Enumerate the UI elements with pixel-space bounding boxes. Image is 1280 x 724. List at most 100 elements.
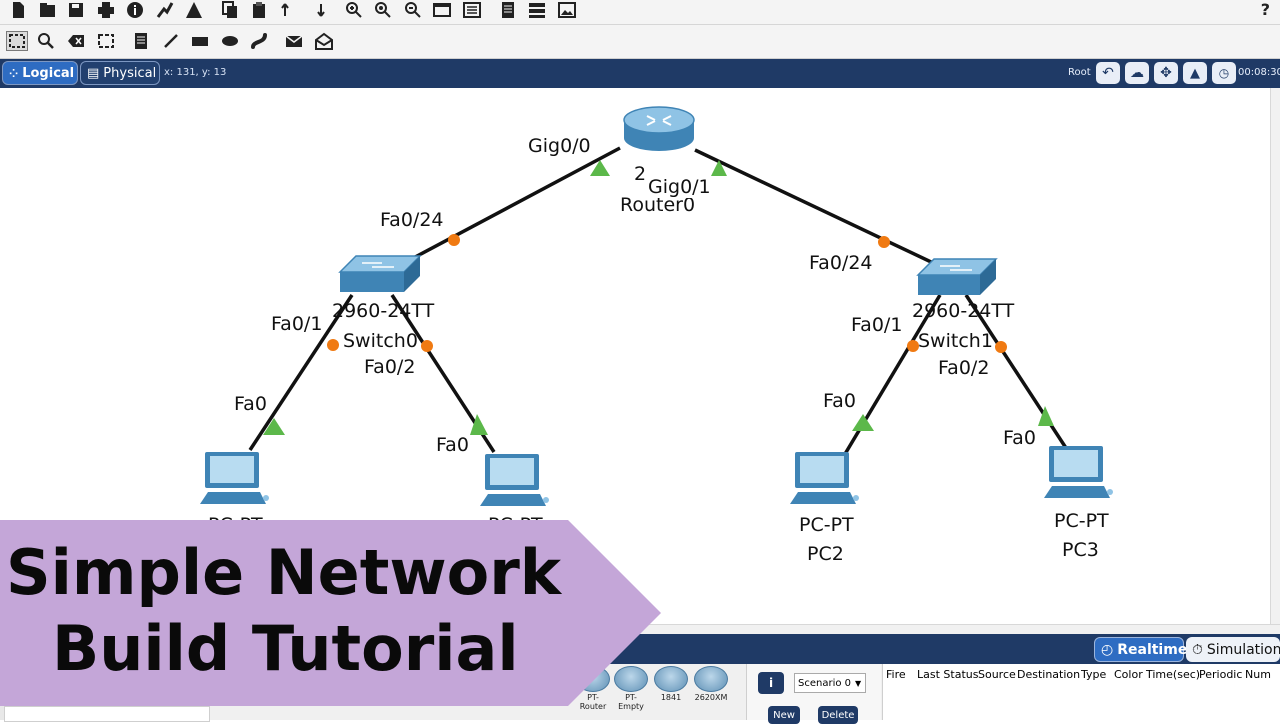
- scenario-info-button[interactable]: i: [758, 672, 784, 694]
- new-scenario-button[interactable]: New: [768, 706, 800, 724]
- scenario-value: Scenario 0: [798, 677, 852, 689]
- switch0-port-fa0-2-label: Fa0/2: [364, 356, 416, 378]
- activity-wizard-icon[interactable]: [155, 1, 175, 19]
- link-light-switch1-fa0-2: [995, 341, 1007, 353]
- open-folder-icon[interactable]: [37, 1, 57, 19]
- viewport-button[interactable]: ◷: [1212, 62, 1236, 84]
- simulation-mode-button[interactable]: ⏱ Simulation: [1186, 637, 1280, 662]
- device-1841[interactable]: 1841: [653, 666, 689, 704]
- pc1-icon[interactable]: [480, 454, 549, 506]
- pc3-type-label: PC-PT: [1054, 510, 1109, 532]
- new-cluster-button[interactable]: ☁: [1125, 62, 1149, 84]
- link-light-switch0-fa0-2: [421, 340, 433, 352]
- save-icon[interactable]: [66, 1, 86, 19]
- cable-router-switch0[interactable]: [403, 146, 621, 265]
- device-pt-empty[interactable]: PT-Empty: [613, 666, 649, 711]
- clock: 00:08:30: [1238, 67, 1280, 78]
- zoom-reset-icon[interactable]: [373, 1, 393, 19]
- tab-physical-label: Physical: [103, 65, 157, 81]
- globe-clock-icon: ◷: [1218, 66, 1230, 80]
- pdu-column-num[interactable]: Num: [1245, 668, 1271, 681]
- add-simple-pdu-icon[interactable]: [284, 32, 304, 50]
- pdu-column-source[interactable]: Source: [978, 668, 1016, 681]
- tab-logical[interactable]: ⁘ Logical: [2, 61, 78, 85]
- inspect-icon[interactable]: [36, 32, 56, 50]
- pc2-type-label: PC-PT: [799, 514, 854, 536]
- router-device-icon: [614, 666, 648, 692]
- draw-line-icon[interactable]: [161, 32, 181, 50]
- pdu-column-fire[interactable]: Fire: [886, 668, 906, 681]
- new-file-icon[interactable]: [8, 1, 28, 19]
- vertical-scrollbar[interactable]: [1270, 88, 1280, 634]
- pc1-port-label: Fa0: [436, 434, 469, 456]
- place-note-icon[interactable]: [131, 32, 151, 50]
- banner-line-1: Simple Network: [6, 536, 562, 609]
- cable-router-switch1[interactable]: [694, 148, 949, 272]
- undo-icon[interactable]: [279, 1, 299, 19]
- pdu-column-time[interactable]: Time(sec): [1146, 668, 1201, 681]
- select-icon[interactable]: [6, 31, 28, 51]
- workspace-bar: ⁘ Logical ▤ Physical x: 131, y: 13 Root …: [0, 59, 1280, 88]
- set-background-button[interactable]: ▲: [1183, 62, 1207, 84]
- help-icon[interactable]: ?: [1260, 0, 1270, 19]
- add-complex-pdu-icon[interactable]: [314, 32, 334, 50]
- cloud-icon: ☁: [1130, 65, 1144, 81]
- redo-icon[interactable]: [308, 1, 328, 19]
- move-object-button[interactable]: ✥: [1154, 62, 1178, 84]
- pdu-column-color[interactable]: Color: [1114, 668, 1143, 681]
- notes-icon[interactable]: [498, 1, 518, 19]
- image-icon[interactable]: [557, 1, 577, 19]
- link-light-switch1-fa0-1: [907, 340, 919, 352]
- draw-ellipse-icon[interactable]: [220, 32, 240, 50]
- device-2620xm[interactable]: 2620XM: [693, 666, 729, 704]
- pdu-column-periodic[interactable]: Periodic: [1199, 668, 1243, 681]
- router-port-gig0-0-label: Gig0/0: [528, 135, 591, 157]
- physical-icon: ▤: [87, 65, 100, 81]
- resize-shape-icon[interactable]: [96, 32, 116, 50]
- paste-icon[interactable]: [249, 1, 269, 19]
- realtime-mode-button[interactable]: ◴ Realtime: [1094, 637, 1187, 662]
- copy-icon[interactable]: [220, 1, 240, 19]
- cable-switch0-pc0[interactable]: [248, 294, 354, 451]
- router-device-icon: [694, 666, 728, 692]
- switch0-port-fa0-1-label: Fa0/1: [271, 313, 323, 335]
- zoom-out-icon[interactable]: [403, 1, 423, 19]
- back-button[interactable]: ↶: [1096, 62, 1120, 84]
- switch1-icon[interactable]: [916, 258, 998, 295]
- pc2-icon[interactable]: [790, 452, 859, 504]
- router-device-icon: [654, 666, 688, 692]
- link-light-switch1-fa0-24: [878, 236, 890, 248]
- info-icon: i: [768, 676, 774, 690]
- zoom-in-icon[interactable]: [344, 1, 364, 19]
- pc3-name-label: PC3: [1062, 539, 1099, 561]
- root-label: Root: [1068, 67, 1091, 78]
- router-icon[interactable]: [623, 106, 695, 151]
- device-2620xm-label: 2620XM: [694, 693, 728, 702]
- pc0-icon[interactable]: [200, 452, 269, 504]
- tab-physical[interactable]: ▤ Physical: [80, 61, 160, 85]
- freeform-icon[interactable]: [249, 32, 269, 50]
- draw-rectangle-icon[interactable]: [190, 32, 210, 50]
- link-light-router-gig0-0: [590, 160, 610, 176]
- switch0-name-label: Switch0: [343, 330, 418, 352]
- cursor-coordinates: x: 131, y: 13: [164, 67, 227, 78]
- pdu-table: [882, 664, 1280, 720]
- pc3-icon[interactable]: [1044, 446, 1113, 498]
- info-icon[interactable]: [125, 1, 145, 19]
- link-light-pc2: [852, 414, 874, 431]
- delete-scenario-button[interactable]: Delete: [818, 706, 858, 724]
- switch0-icon[interactable]: [338, 255, 422, 292]
- custom-devices-icon[interactable]: [462, 1, 482, 19]
- delete-icon[interactable]: [66, 32, 86, 50]
- chevron-down-icon: ▼: [855, 678, 862, 688]
- drawing-palette-icon[interactable]: [432, 1, 452, 19]
- landscape-icon: ▲: [1190, 65, 1200, 81]
- print-icon[interactable]: [96, 1, 116, 19]
- network-info-icon[interactable]: [184, 1, 204, 19]
- pdu-column-last-status[interactable]: Last Status: [917, 668, 979, 681]
- pdu-list-icon[interactable]: [527, 1, 547, 19]
- scenario-select[interactable]: Scenario 0▼: [794, 673, 866, 693]
- title-banner: Simple Network Build Tutorial: [0, 520, 661, 706]
- pdu-column-destination[interactable]: Destination: [1017, 668, 1081, 681]
- pdu-column-type[interactable]: Type: [1081, 668, 1107, 681]
